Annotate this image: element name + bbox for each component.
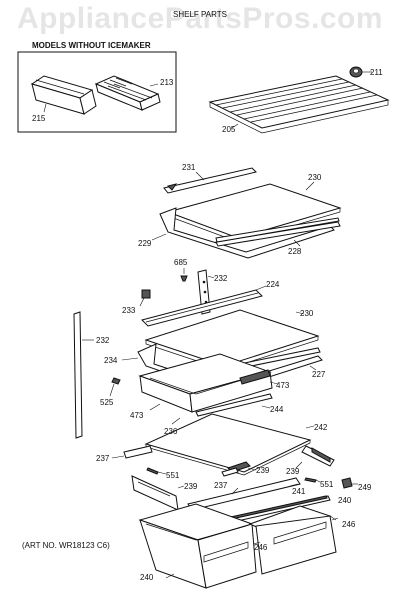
part-rail-237-left (111, 445, 153, 459)
part-screw-685 (180, 268, 188, 282)
label-231: 231 (182, 163, 196, 172)
part-drawer-240-right (248, 505, 339, 575)
label-211: 211 (370, 68, 383, 77)
label-246-center: 246 (254, 543, 268, 552)
label-215: 215 (32, 114, 46, 123)
label-239-left: 239 (184, 482, 198, 491)
label-237-left: 237 (96, 454, 110, 463)
part-slide-239-left (131, 475, 185, 511)
label-473-right: 473 (276, 381, 290, 390)
inset-box: MODELS WITHOUT ICEMAKER (17, 41, 177, 133)
label-233: 233 (122, 306, 136, 315)
part-trim-224 (141, 285, 267, 327)
label-236: 236 (164, 427, 178, 436)
diagram-title: SHELF PARTS (173, 10, 227, 19)
part-241 (289, 483, 299, 487)
part-glass-cover-242 (144, 413, 315, 476)
label-227: 227 (312, 370, 326, 379)
label-240-left: 240 (140, 573, 154, 582)
part-crisper-frame-473 (138, 353, 279, 413)
part-wire-shelf-205 (208, 75, 390, 134)
part-strip-244 (195, 393, 273, 417)
art-number: (ART NO. WR18123 C6) (22, 541, 110, 550)
part-trim-231 (163, 167, 257, 194)
label-551-left: 551 (166, 471, 180, 480)
part-knob-211 (349, 66, 372, 78)
label-232-upper: 232 (214, 274, 228, 283)
part-bin-215 (30, 75, 97, 115)
part-clip-249 (341, 477, 358, 489)
label-237-bottom: 237 (214, 481, 228, 490)
label-685: 685 (174, 258, 188, 267)
label-242: 242 (314, 423, 328, 432)
label-239-right: 239 (286, 467, 300, 476)
label-229: 229 (138, 239, 152, 248)
label-244: 244 (270, 405, 284, 414)
part-screw-525 (109, 377, 121, 397)
label-230-mid: 230 (300, 309, 314, 318)
label-213: 213 (160, 78, 174, 87)
part-strip-228 (215, 217, 341, 247)
part-slide-239-center (221, 461, 257, 477)
label-230-top: 230 (308, 173, 322, 182)
label-224: 224 (266, 280, 280, 289)
part-clip-233 (139, 289, 151, 307)
part-pin-551-left (146, 467, 167, 475)
label-551-right: 551 (320, 480, 334, 489)
inset-title: MODELS WITHOUT ICEMAKER (32, 41, 151, 50)
label-241: 241 (292, 487, 306, 496)
label-240-right: 240 (338, 496, 352, 505)
part-ice-tray-213 (94, 75, 161, 111)
label-473-left: 473 (130, 411, 144, 420)
label-249: 249 (358, 483, 372, 492)
label-239-center: 239 (256, 466, 270, 475)
label-234: 234 (104, 356, 118, 365)
part-rail-232-left (73, 311, 94, 439)
label-525: 525 (100, 398, 114, 407)
label-232-left: 232 (96, 336, 110, 345)
part-236 (171, 417, 181, 425)
part-pin-551-right (304, 477, 321, 483)
part-rail-right (295, 445, 335, 469)
label-246-right: 246 (342, 520, 356, 529)
label-205: 205 (222, 125, 236, 134)
label-228: 228 (288, 247, 302, 256)
